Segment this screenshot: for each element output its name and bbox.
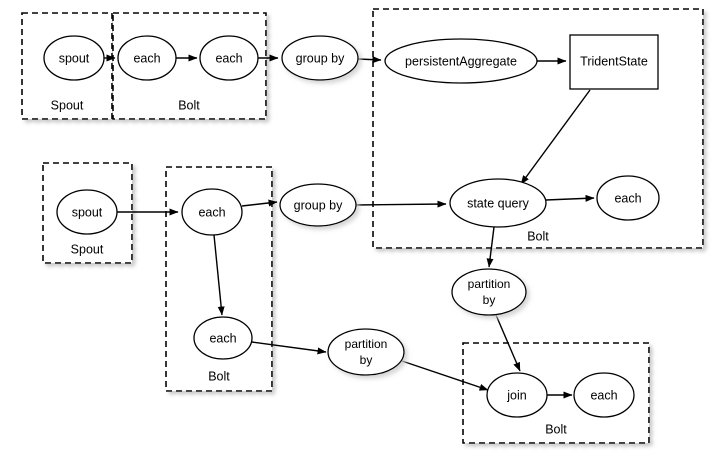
node-spout-2[interactable]: spout	[56, 189, 118, 235]
node-trident-state-label: TridentState	[580, 54, 648, 68]
node-spout-1[interactable]: spout	[43, 35, 105, 81]
edge-each3-to-groupby2	[241, 199, 278, 207]
node-join[interactable]: join	[486, 372, 548, 418]
group-spout-1-label: Spout	[51, 98, 84, 112]
node-group-by-1[interactable]: group by	[281, 35, 359, 81]
group-bolt-3-label: Bolt	[208, 369, 230, 383]
node-join-label: join	[506, 388, 527, 402]
node-group-by-2-shape[interactable]	[279, 183, 357, 227]
node-persistent-aggregate[interactable]: persistentAggregate	[384, 38, 538, 84]
node-each-4-label: each	[614, 191, 641, 205]
node-persistent-aggregate-label: persistentAggregate	[405, 54, 517, 68]
edge-statequery-to-each4	[545, 194, 595, 202]
node-spout-2-label: spout	[72, 205, 103, 219]
nodes: spout each each group by persistentAggre…	[43, 34, 660, 418]
node-each-5[interactable]: each	[193, 316, 253, 360]
edge-groupby1-to-persistentaggregate	[357, 56, 382, 64]
node-trident-state[interactable]: TridentState	[569, 34, 659, 90]
node-each-4-shape[interactable]	[596, 175, 660, 221]
edge-each3-to-each5	[213, 234, 225, 316]
node-each-6[interactable]: each	[573, 372, 635, 418]
node-partition-by-2-label-line1: partition	[345, 337, 388, 351]
node-each-3-label: each	[198, 205, 225, 219]
node-each-3-shape[interactable]	[181, 188, 243, 236]
node-each-6-label: each	[590, 388, 617, 402]
node-each-1-label: each	[133, 51, 160, 65]
node-each-5-label: each	[209, 331, 236, 345]
node-state-query-shape[interactable]	[449, 178, 547, 228]
node-group-by-2[interactable]: group by	[279, 183, 357, 227]
node-each-1[interactable]: each	[117, 35, 177, 81]
group-bolt-2-label: Bolt	[527, 229, 549, 243]
node-state-query-label: state query	[467, 196, 530, 210]
edge-groupby2-to-statequery	[355, 200, 447, 208]
node-each-2[interactable]: each	[199, 35, 259, 81]
node-each-2-label: each	[215, 51, 242, 65]
node-partition-by-2[interactable]: partition by	[327, 328, 405, 376]
node-each-6-shape[interactable]	[573, 372, 635, 418]
node-partition-by-1[interactable]: partition by	[451, 268, 527, 316]
node-each-3[interactable]: each	[181, 188, 243, 236]
node-partition-by-1-shape[interactable]	[451, 268, 527, 316]
node-spout-1-label: spout	[59, 51, 90, 65]
edge-tridentstate-to-statequery	[520, 89, 591, 185]
node-spout-1-shape[interactable]	[43, 35, 105, 81]
node-partition-by-2-shape[interactable]	[327, 328, 405, 376]
group-spout-2-label: Spout	[71, 242, 104, 256]
node-state-query[interactable]: state query	[449, 178, 547, 228]
node-each-1-shape[interactable]	[117, 35, 177, 81]
edge-each5-to-partitionby2	[251, 341, 327, 355]
node-join-shape[interactable]	[486, 372, 548, 418]
node-group-by-1-shape[interactable]	[281, 35, 359, 81]
edge-partitionby1-to-join	[495, 314, 521, 372]
edge-statequery-to-partitionby1	[486, 226, 495, 268]
node-group-by-1-label: group by	[296, 51, 345, 65]
node-group-by-2-label: group by	[294, 198, 343, 212]
node-partition-by-2-label-line2: by	[360, 353, 373, 367]
edge-partitionby2-to-join	[401, 360, 489, 391]
node-partition-by-1-label-line1: partition	[468, 277, 511, 291]
edges	[104, 54, 595, 399]
node-partition-by-1-label-line2: by	[483, 293, 496, 307]
node-each-4[interactable]: each	[596, 175, 660, 221]
node-trident-state-shape[interactable]	[569, 34, 659, 90]
node-each-5-shape[interactable]	[193, 316, 253, 360]
node-spout-2-shape[interactable]	[56, 189, 118, 235]
node-each-2-shape[interactable]	[199, 35, 259, 81]
node-persistent-aggregate-shape[interactable]	[384, 38, 538, 84]
group-bolt-4-label: Bolt	[545, 422, 567, 436]
group-bolt-1-label: Bolt	[178, 98, 200, 112]
